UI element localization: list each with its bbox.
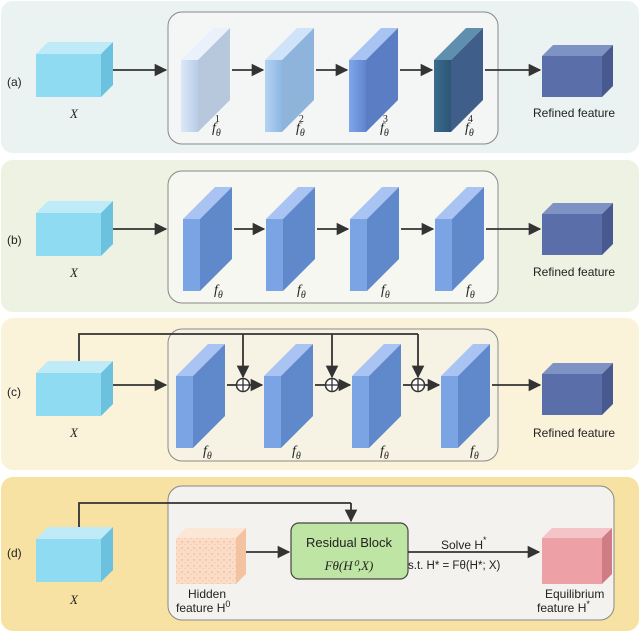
panel-d-input-label: X — [69, 592, 79, 607]
panel-b-layer-3-label: fθ — [381, 283, 390, 301]
panel-d-hidden-label-line2: feature H0 — [176, 599, 230, 615]
panel-b-inner-box — [167, 170, 499, 304]
panel-a-layer-2-label: fθ2 — [296, 114, 305, 139]
panel-b-layer-4 — [435, 187, 484, 291]
panel-a-output-cube — [542, 45, 613, 97]
panel-c-layer-3 — [352, 344, 401, 448]
panel-c-input-label: X — [69, 425, 79, 440]
panel-c-layer-2 — [264, 344, 313, 448]
panel-d-hidden-label-line1: Hidden — [188, 587, 226, 601]
panel-a-layer-1-label: fθ1 — [212, 114, 221, 139]
panel-a-input-cube — [36, 42, 113, 97]
panel-c-layer-4-label: fθ — [470, 444, 479, 462]
panel-c-label: (c) — [7, 385, 21, 399]
panel-d-residual-title: Residual Block — [306, 535, 392, 550]
panel-a-output-label: Refined feature — [533, 106, 615, 120]
panel-d-input-cube — [36, 527, 113, 582]
panel-c-add-icon-3 — [410, 377, 426, 393]
panel-d-equilibrium-label-line1: Equilibrium — [545, 587, 604, 601]
panel-c-output-label: Refined feature — [533, 426, 615, 440]
panel-c-add-icon-2 — [324, 377, 340, 393]
panel-a-label: (a) — [7, 75, 22, 89]
panel-c-layer-4 — [441, 344, 490, 448]
panel-b-layer-2-label: fθ — [297, 283, 306, 301]
panel-d-equilibrium-cube — [542, 528, 612, 584]
panel-c-layer-1 — [176, 344, 225, 448]
panel-b-input-cube — [36, 201, 113, 256]
panel-c-input-cube — [36, 361, 113, 416]
panel-c-layer-3-label: fθ — [380, 444, 389, 462]
panel-c-layer-2-label: fθ — [292, 444, 301, 462]
panel-d-solve-line1: Solve H* — [441, 535, 487, 552]
panel-d-label: (d) — [7, 546, 22, 560]
panel-a-layer-3 — [349, 28, 398, 132]
panel-b-input-label: X — [69, 265, 79, 280]
panel-a-layer-4-label: fθ4 — [465, 114, 474, 139]
panel-a-layer-1 — [181, 28, 230, 132]
panel-a-input-label: X — [69, 106, 79, 121]
panel-b-layer-1 — [183, 187, 232, 291]
panel-b-layer-3 — [350, 187, 399, 291]
panel-c-inner-box — [167, 328, 499, 462]
panel-c-output-cube — [542, 363, 613, 415]
panel-d-hidden-cube — [176, 528, 246, 584]
panel-b-layer-2 — [266, 187, 315, 291]
panel-d-solve-line2: s.t. H* = Fθ(H*; X) — [408, 560, 501, 572]
panel-b-output-cube — [542, 203, 613, 255]
panel-b-label: (b) — [7, 233, 22, 247]
panel-b-layer-4-label: fθ — [466, 283, 475, 301]
panel-b-output-label: Refined feature — [533, 265, 615, 279]
panel-d-residual-formula: Fθ(H⁰,X) — [324, 558, 374, 573]
panel-d-residual-block — [290, 522, 409, 580]
panel-d-skip-line — [78, 502, 351, 527]
panel-a-layer-3-label: fθ3 — [380, 114, 389, 139]
panel-c-skip-line — [78, 333, 418, 361]
panel-c-add-icon-1 — [235, 377, 251, 393]
panel-c-layer-1-label: fθ — [203, 444, 212, 462]
panel-a-layer-4 — [434, 28, 483, 132]
panel-b-layer-1-label: fθ — [214, 283, 223, 301]
panel-d-equilibrium-label-line2: feature H* — [537, 599, 590, 615]
panel-a-inner-box — [167, 11, 499, 145]
panel-a-layer-2 — [265, 28, 314, 132]
